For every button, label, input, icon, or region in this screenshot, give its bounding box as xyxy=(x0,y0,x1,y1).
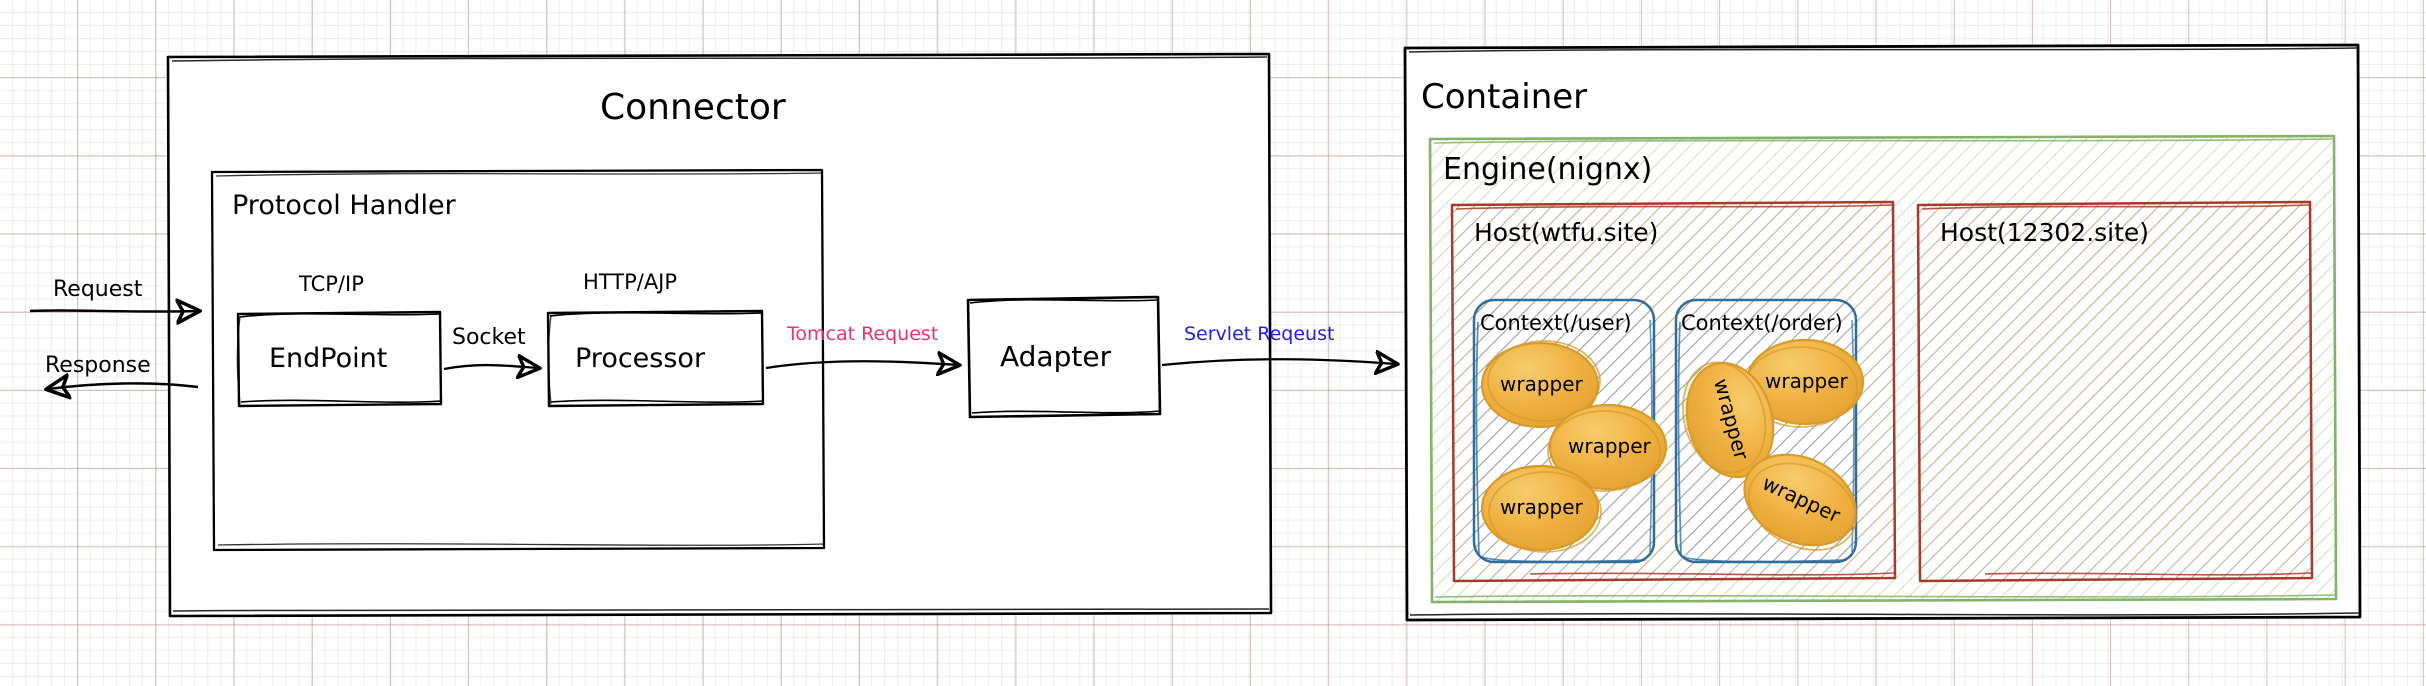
servlet-request-arrow xyxy=(1161,359,1396,365)
processor-box xyxy=(546,309,765,408)
wrapper-ellipse xyxy=(1480,464,1602,553)
wrapper-ellipse xyxy=(1743,453,1857,551)
request-arrow xyxy=(29,310,198,311)
wrapper-ellipse xyxy=(1681,361,1775,479)
socket-arrow xyxy=(443,365,538,369)
wrapper-ellipse xyxy=(1480,340,1601,429)
endpoint-box xyxy=(236,310,443,408)
adapter-box xyxy=(966,295,1162,419)
response-arrow xyxy=(48,383,199,389)
host-box-2 xyxy=(1916,200,2314,583)
tomcat-request-arrow xyxy=(765,361,958,368)
wrapper-ellipse xyxy=(1547,403,1668,492)
